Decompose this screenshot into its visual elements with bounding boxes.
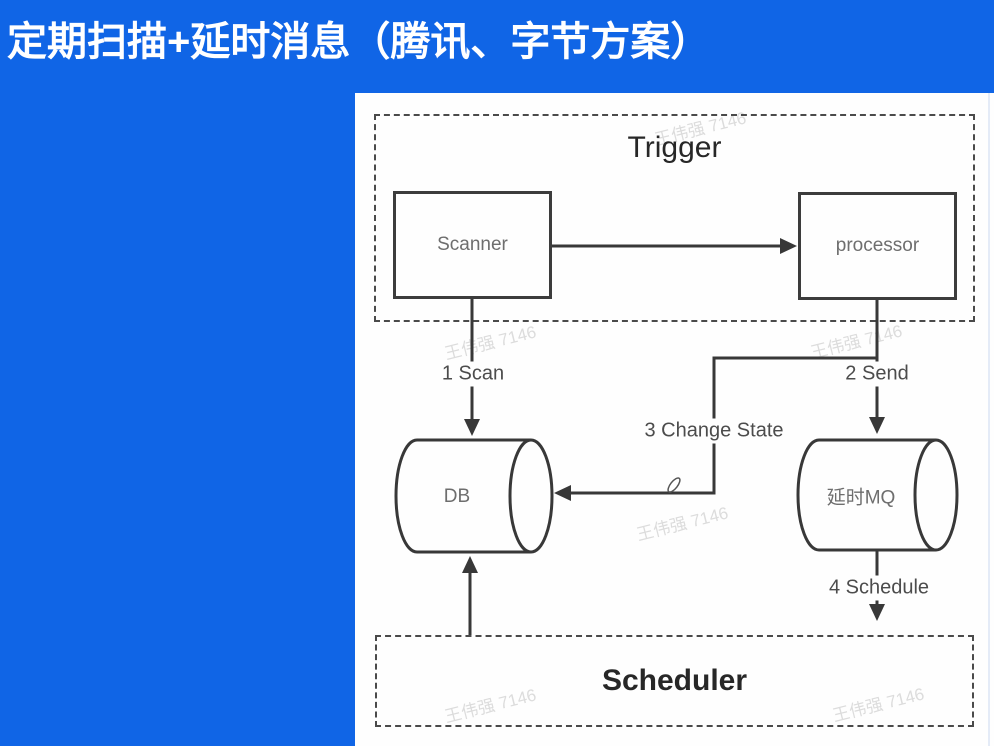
node-processor-label: processor [835,235,920,256]
edge-label-schedule: 4 Schedule [823,575,935,601]
node-db-label: DB [443,486,471,507]
node-delay-mq-label: 延时MQ [826,487,896,509]
panel-right-edge [988,93,990,746]
node-scanner: Scanner [393,191,552,299]
trigger-group: Trigger [374,114,975,322]
page-title: 定期扫描+延时消息（腾讯、字节方案） [7,20,711,64]
node-processor: processor [798,192,957,300]
edge-label-scan: 1 Scan [436,361,510,387]
scheduler-group: Scheduler [375,635,974,727]
edge-label-change-state: 3 Change State [639,418,789,444]
node-scanner-label: Scanner [437,234,508,255]
scheduler-group-label: Scheduler [601,664,748,697]
edge-label-send: 2 Send [840,361,914,387]
trigger-group-label: Trigger [627,131,722,164]
